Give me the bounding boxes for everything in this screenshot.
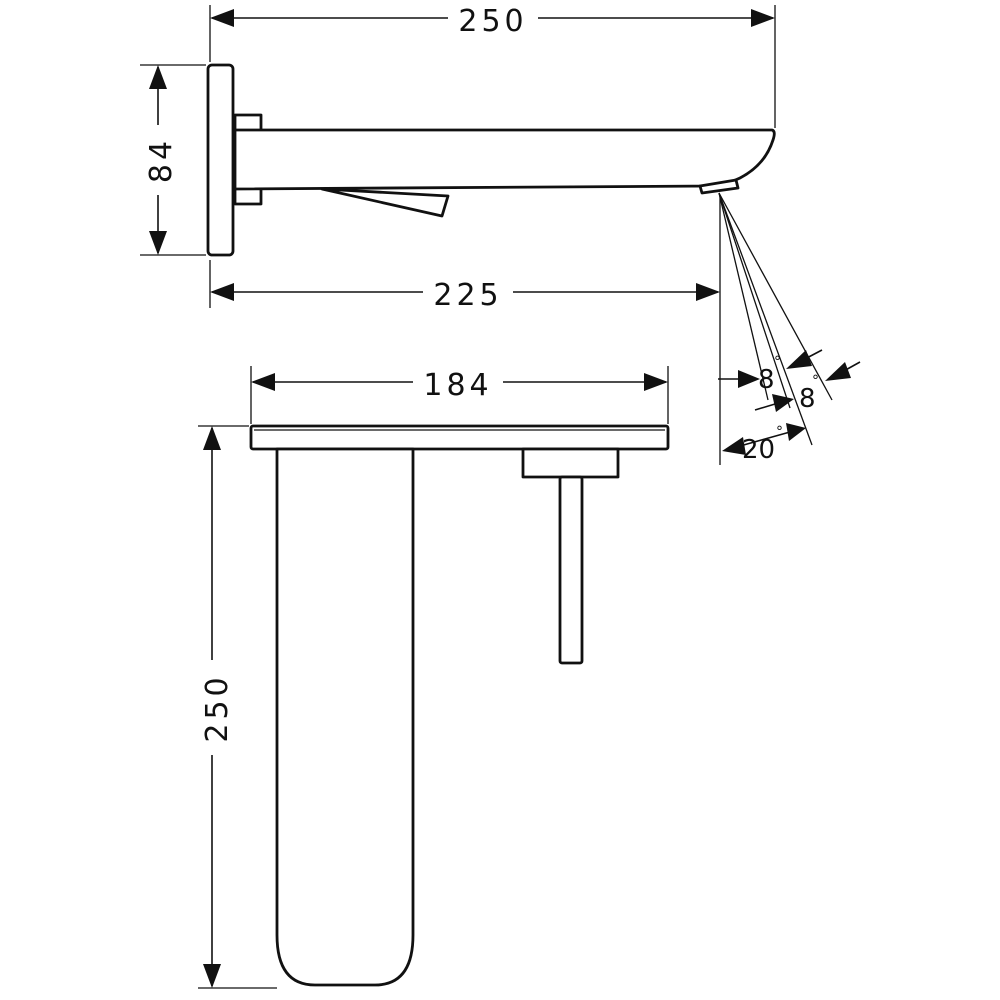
- side-lever: [320, 187, 450, 218]
- dim-label-projection: 250: [200, 673, 235, 742]
- spray-angle-lines: [718, 192, 833, 446]
- dim-label-reach: 225: [433, 278, 502, 313]
- degree-symbol-b: °: [812, 373, 819, 389]
- top-view: [249, 424, 670, 987]
- angle-label-b: 8: [799, 384, 816, 414]
- dim-label-overall-length: 250: [458, 4, 527, 39]
- lever-stick: [558, 475, 584, 665]
- degree-symbol-a: °: [774, 354, 781, 370]
- spout-body: [233, 128, 776, 191]
- lever-base: [521, 447, 620, 479]
- spout-top: [275, 447, 415, 987]
- angle-annotations: 8 ° 8 ° 20 °: [718, 349, 861, 465]
- wall-plate: [206, 63, 235, 257]
- dim-projection: 250: [198, 425, 277, 989]
- cover-plate: [249, 424, 670, 451]
- angle-label-total: 20: [742, 435, 775, 465]
- dim-reach: 225: [209, 195, 721, 465]
- angle-label-a: 8: [758, 365, 775, 395]
- mounting-collar-bottom: [233, 186, 263, 206]
- dim-plate-width: 184: [250, 366, 669, 424]
- dim-label-height: 84: [144, 137, 179, 183]
- side-view: [206, 63, 776, 257]
- dim-overall-length: 250: [209, 4, 776, 128]
- dim-height: 84: [140, 64, 206, 256]
- aerator: [698, 178, 740, 195]
- degree-symbol-total: °: [776, 424, 783, 440]
- dim-label-plate-width: 184: [423, 368, 492, 403]
